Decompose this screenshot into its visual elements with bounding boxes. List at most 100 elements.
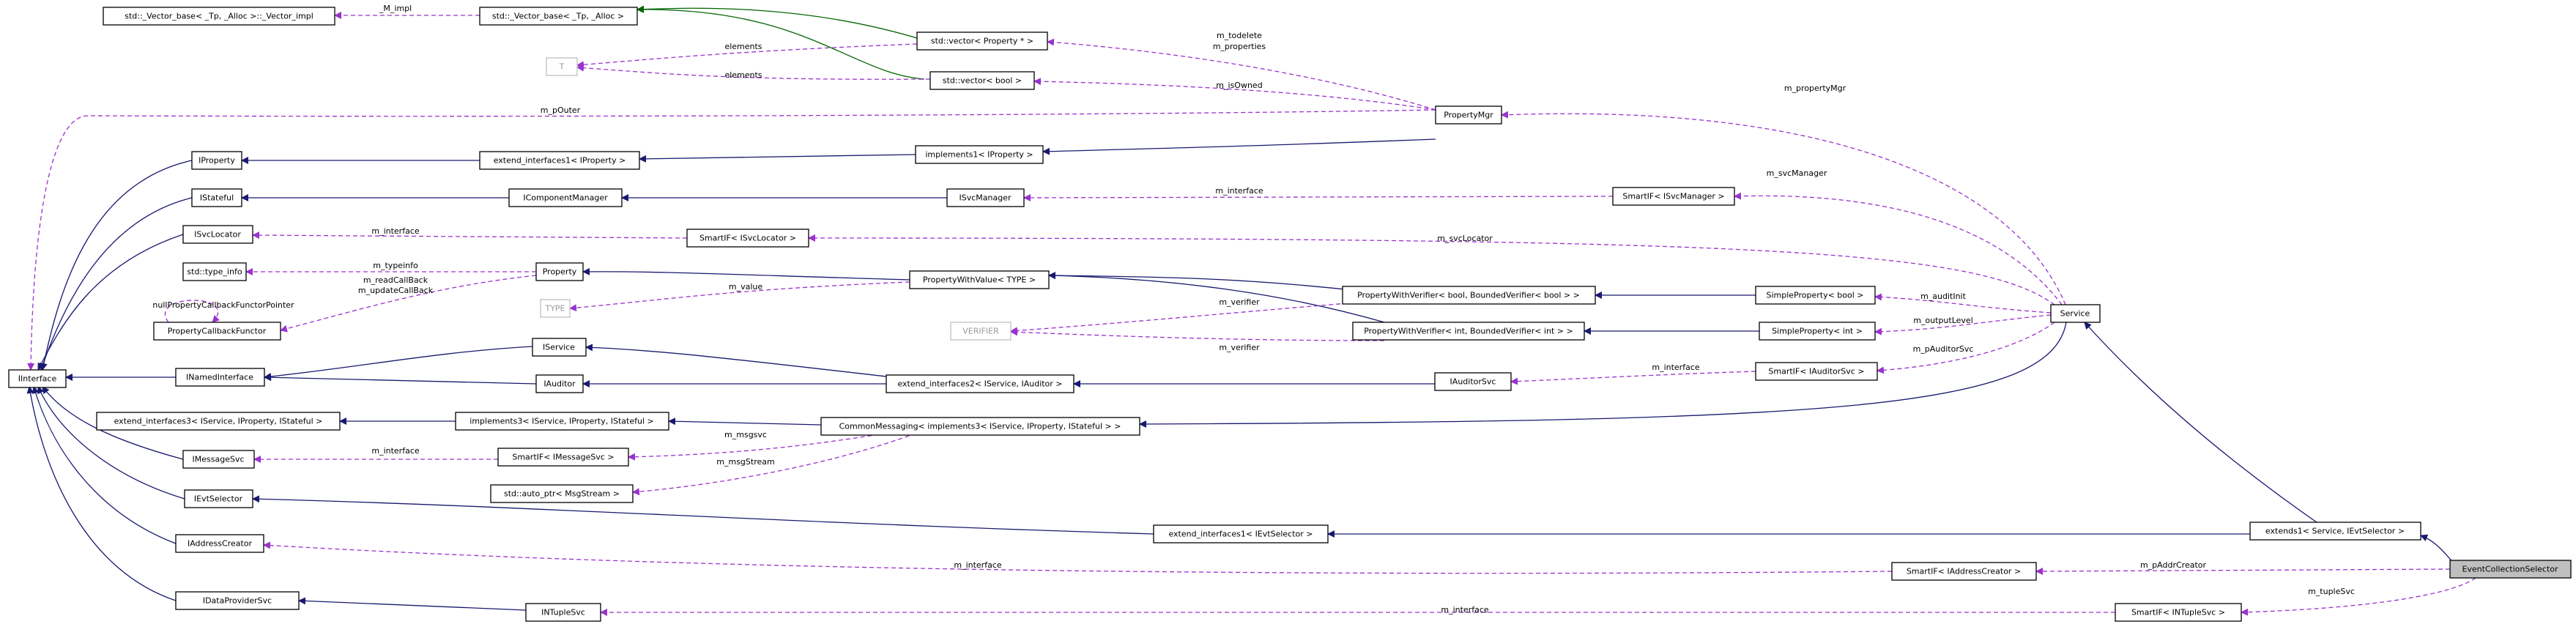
svg-text:SmartIF< INTupleSvc >: SmartIF< INTupleSvc > xyxy=(2131,608,2225,617)
svg-text:Property: Property xyxy=(543,267,577,277)
svg-text:IDataProviderSvc: IDataProviderSvc xyxy=(203,596,272,606)
svg-text:IAuditorSvc: IAuditorSvc xyxy=(1450,377,1496,387)
svg-text:Service: Service xyxy=(2060,309,2090,319)
edge-implements1-to-extend-ifaces1 xyxy=(639,154,916,163)
label-m-propertymgr: m_propertyMgr xyxy=(1784,84,1846,93)
edge-service-smartif-svcmgr xyxy=(1734,192,2063,305)
node-pwv-int[interactable]: PropertyWithVerifier< int, BoundedVerifi… xyxy=(1352,322,1585,341)
svg-text:IInterface: IInterface xyxy=(18,374,57,384)
edge-common-messaging-to-implements3 xyxy=(668,418,822,426)
svg-text:PropertyWithValue< TYPE >: PropertyWithValue< TYPE > xyxy=(923,275,1036,285)
node-iauditor-svc[interactable]: IAuditorSvc xyxy=(1434,372,1512,391)
edge-pwv-int-verifier xyxy=(1010,328,1385,341)
node-smartif-imessage-svc[interactable]: SmartIF< IMessageSvc > xyxy=(497,448,629,467)
node-auto-ptr-msgstream[interactable]: std::auto_ptr< MsgStream > xyxy=(490,484,634,503)
node-property-with-value[interactable]: PropertyWithValue< TYPE > xyxy=(909,270,1050,289)
edge-iproperty-to-iinterface xyxy=(40,160,193,371)
node-template-param-T[interactable]: T xyxy=(546,57,578,76)
edge-smartif-auditor-iauditorsvc xyxy=(1510,371,1756,385)
edge-propertymgr-vector-bool xyxy=(1033,78,1436,111)
node-property-mgr[interactable]: PropertyMgr xyxy=(1435,105,1502,125)
svg-text:IAuditor: IAuditor xyxy=(543,379,576,389)
edge-iaddresscreator-to-iinterface xyxy=(31,386,177,544)
svg-text:IMessageSvc: IMessageSvc xyxy=(193,455,245,464)
node-template-param-VERIFIER[interactable]: VERIFIER xyxy=(950,322,1012,341)
node-extend-interfaces2[interactable]: extend_interfaces2< IService, IAuditor > xyxy=(886,374,1074,393)
edge-intuple-to-idataprovider xyxy=(298,597,527,611)
node-smartif-isvc-manager[interactable]: SmartIF< ISvcManager > xyxy=(1612,187,1735,206)
node-isvc-locator[interactable]: ISvcLocator xyxy=(182,225,253,244)
edge-vector-bool-elements xyxy=(576,64,931,80)
node-pwv-bool[interactable]: PropertyWithVerifier< bool, BoundedVerif… xyxy=(1342,286,1596,305)
node-vector-base[interactable]: std::_Vector_base< _Tp, _Alloc > xyxy=(479,7,638,26)
node-iservice[interactable]: IService xyxy=(532,338,587,357)
svg-text:SmartIF< ISvcLocator >: SmartIF< ISvcLocator > xyxy=(699,234,796,243)
node-smartif-intuple-svc[interactable]: SmartIF< INTupleSvc > xyxy=(2115,603,2242,622)
node-property-callback-functor[interactable]: PropertyCallbackFunctor xyxy=(153,322,281,341)
svg-text:std::vector< bool >: std::vector< bool > xyxy=(943,76,1022,86)
label-m-svclocator: m_svcLocator xyxy=(1437,234,1493,243)
node-iauditor[interactable]: IAuditor xyxy=(535,374,584,393)
node-extend-interfaces1-iproperty[interactable]: extend_interfaces1< IProperty > xyxy=(479,151,640,170)
edge-iauditor-to-inamed xyxy=(264,374,537,385)
node-istateful[interactable]: IStateful xyxy=(191,188,242,207)
node-vector-bool[interactable]: std::vector< bool > xyxy=(929,71,1035,90)
svg-text:IComponentManager: IComponentManager xyxy=(523,193,608,203)
node-intuple-svc[interactable]: INTupleSvc xyxy=(525,603,601,622)
node-smartif-isvc-locator[interactable]: SmartIF< ISvcLocator > xyxy=(686,229,809,248)
label-m-interface-auditor: m_interface xyxy=(1652,363,1700,372)
node-inamed-interface[interactable]: INamedInterface xyxy=(175,368,265,387)
svg-text:ISvcManager: ISvcManager xyxy=(959,193,1011,203)
svg-text:std::type_info: std::type_info xyxy=(187,267,242,277)
svg-text:T: T xyxy=(559,62,565,72)
node-template-param-TYPE[interactable]: TYPE xyxy=(540,299,571,318)
node-imessage-svc[interactable]: IMessageSvc xyxy=(182,450,255,469)
label-m-pauditorsvc: m_pAuditorSvc xyxy=(1913,344,1974,354)
edge-extends1-to-service xyxy=(2084,322,2323,527)
node-extend-interfaces3[interactable]: extend_interfaces3< IService, IProperty,… xyxy=(96,412,341,431)
node-event-collection-selector[interactable]: EventCollectionSelector xyxy=(2449,560,2572,579)
edge-vector-bool-to-vector-base xyxy=(636,5,925,80)
svg-text:extend_interfaces2< IService,: extend_interfaces2< IService, IAuditor > xyxy=(897,379,1062,389)
node-simple-property-int[interactable]: SimpleProperty< int > xyxy=(1759,322,1876,341)
node-vector-impl[interactable]: std::_Vector_base< _Tp, _Alloc >::_Vecto… xyxy=(103,7,335,26)
node-smartif-iauditor-svc[interactable]: SmartIF< IAuditorSvc > xyxy=(1755,362,1878,381)
node-iinterface[interactable]: IInterface xyxy=(8,369,67,388)
node-implements1-iproperty[interactable]: implements1< IProperty > xyxy=(915,145,1044,164)
edge-service-simple-int xyxy=(1874,314,2052,335)
label-elements-2: elements xyxy=(724,70,762,80)
edge-common-messaging-auto-ptr xyxy=(632,430,924,496)
node-extend-interfaces1-ievt[interactable]: extend_interfaces1< IEvtSelector > xyxy=(1153,524,1329,543)
node-simple-property-bool[interactable]: SimpleProperty< bool > xyxy=(1755,286,1876,305)
edge-common-messaging-smartif-msg xyxy=(628,430,902,461)
edge-property-callback-functor xyxy=(280,275,537,333)
svg-text:ISvcLocator: ISvcLocator xyxy=(194,230,241,240)
node-icomponent-manager[interactable]: IComponentManager xyxy=(508,188,623,207)
node-ievt-selector[interactable]: IEvtSelector xyxy=(184,489,253,508)
node-vector-property[interactable]: std::vector< Property * > xyxy=(916,31,1048,51)
node-iproperty[interactable]: IProperty xyxy=(191,151,242,170)
edge-service-to-common-messaging xyxy=(1139,322,2067,428)
node-extends1[interactable]: extends1< Service, IEvtSelector > xyxy=(2249,522,2421,541)
node-smartif-iaddress-creator[interactable]: SmartIF< IAddressCreator > xyxy=(1891,562,2037,581)
node-common-messaging[interactable]: CommonMessaging< implements3< IService, … xyxy=(820,417,1140,436)
node-isvc-manager[interactable]: ISvcManager xyxy=(946,188,1025,207)
svg-text:SimpleProperty< bool >: SimpleProperty< bool > xyxy=(1766,291,1863,300)
edge-functor-self xyxy=(164,300,220,323)
node-std-type-info[interactable]: std::type_info xyxy=(182,262,247,281)
svg-text:extend_interfaces3< IService,: extend_interfaces3< IService, IProperty,… xyxy=(114,417,323,426)
label-m-properties: m_properties xyxy=(1213,42,1266,51)
node-idata-provider-svc[interactable]: IDataProviderSvc xyxy=(175,591,300,610)
svg-text:SmartIF< IAddressCreator >: SmartIF< IAddressCreator > xyxy=(1907,567,2021,576)
node-iaddress-creator[interactable]: IAddressCreator xyxy=(175,534,264,553)
label-null-functor-pointer: nullPropertyCallbackFunctorPointer xyxy=(152,300,294,310)
node-property[interactable]: Property xyxy=(535,262,584,281)
label-m-value: m_value xyxy=(729,282,762,292)
svg-text:PropertyCallbackFunctor: PropertyCallbackFunctor xyxy=(168,327,267,336)
label-m-msgsvc: m_msgsvc xyxy=(724,430,767,439)
node-service[interactable]: Service xyxy=(2050,304,2101,323)
label-m-typeinfo: m_typeinfo xyxy=(373,261,418,270)
label-elements-1: elements xyxy=(724,42,762,51)
node-implements3[interactable]: implements3< IService, IProperty, IState… xyxy=(455,412,669,431)
